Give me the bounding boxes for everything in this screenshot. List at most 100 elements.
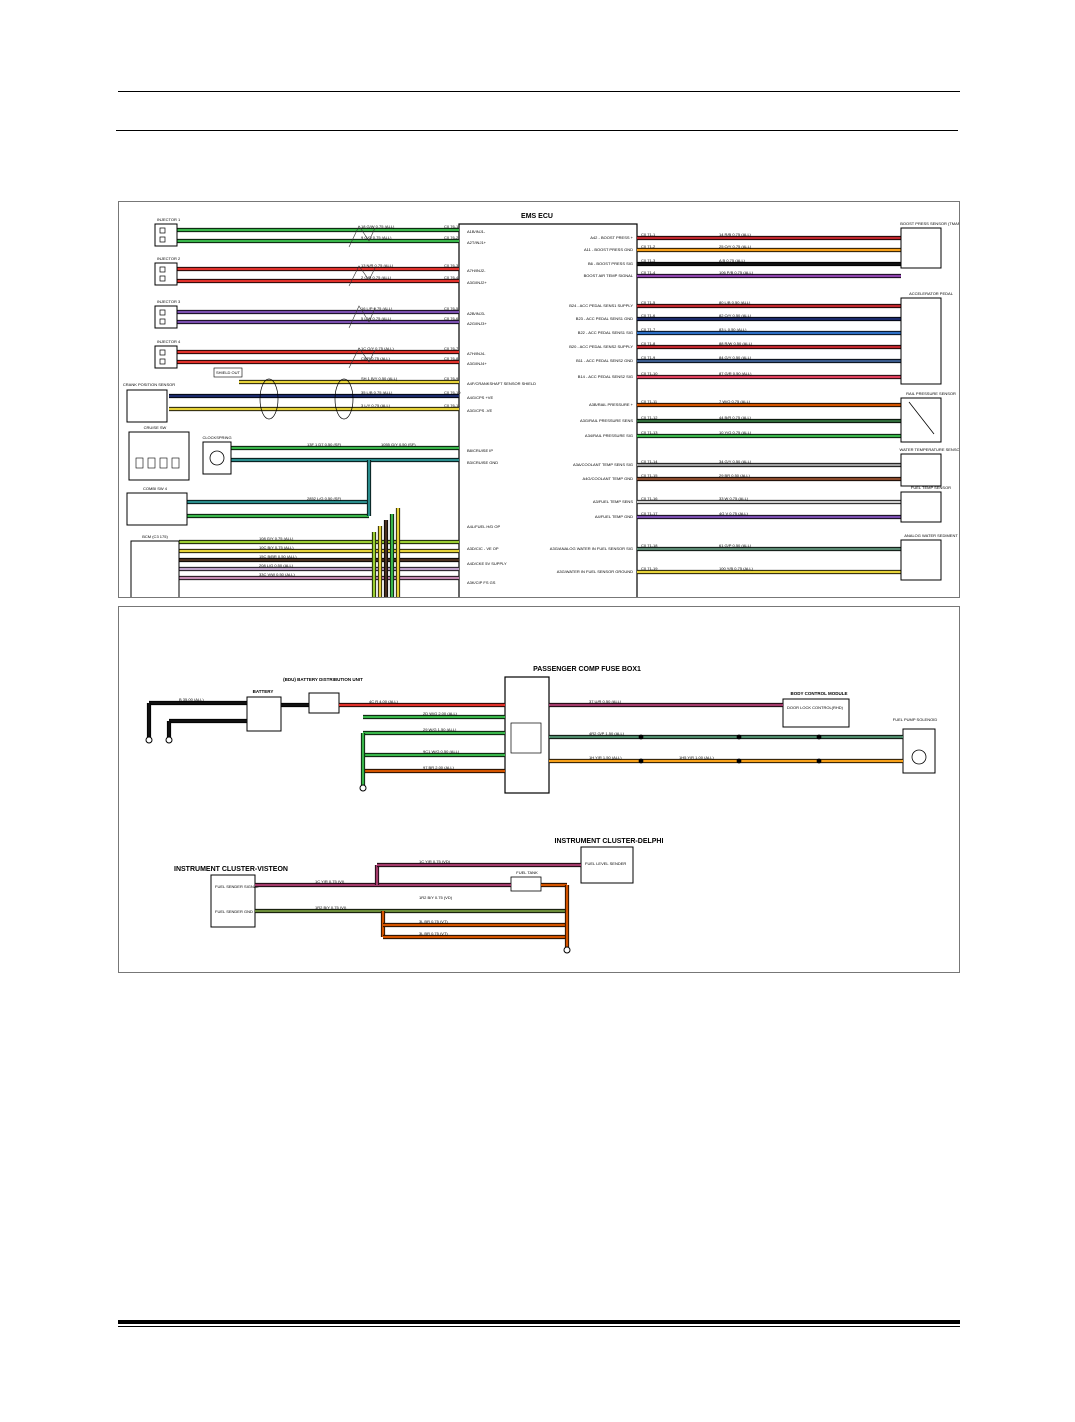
ecu-left-pin-14: A4L/FUEL H/D OP [467,524,501,529]
injector-box-3 [154,305,178,329]
injector-label-2: INJECTOR 2 [157,256,181,261]
ecu-right-pin-15: A4G/COOLANT TEMP GND [583,476,634,481]
left-wire-label-7: 1C O/Y 0.75 (ALL) [361,346,395,351]
right-wire-pin-7: C0 71-7 [641,327,656,332]
right-wire-label-1: 14 R/B 0.75 (ALL) [719,232,752,237]
injector-label-3: INJECTOR 3 [157,299,181,304]
bcm-module-sub: DOOR LOCK CONTROL(RHD) [787,705,844,710]
ecu-left-pin-15: A3D/CIC - VE OP [467,546,499,551]
left-wire-pin-6: C0 76-6 [444,316,459,321]
right-wire-label-7: 83 L 0.50 (ALL) [719,327,747,332]
relay-wire-label-2: 29 W/G 1.50 (ALL) [423,727,457,732]
right-wire-label-2: 25 O/Y 0.75 (ALL) [719,244,752,249]
right-comp-label-4: WATER TEMPERATURE SENSOR [900,447,959,452]
right-wire-label-18: 61 G/P 0.50 (ALL) [719,543,752,548]
right-wire-pin-2: C0 71-2 [641,244,656,249]
cruise-switch-3 [159,457,168,469]
fuel-tank-box [510,876,542,892]
right-wire-label-19: 100 Y/B 0.75 (ALL) [719,566,754,571]
right-wire-pin-9: C0 71-9 [641,355,656,360]
right-comp-box-2 [900,297,942,385]
right-wire-label-10: 87 G/R 0.50 (ALL) [719,371,752,376]
ecu-right-pin-13: A34/RAIL PRESSURE SIG [585,433,633,438]
injector-pin-b-3 [159,318,166,325]
sensor-gnd-label: FUEL SENDER GND [215,909,253,914]
cruise-wire-label-1: 13F 1 D7 0.50 (SF) [307,442,342,447]
twist-mark-1 [348,225,376,248]
combi-wire-label-1: 2852 L/G 0.50 (SF) [307,496,342,501]
ecu-left-pin-3: A7H/INJ2- [467,268,486,273]
right-comp-box-6 [900,539,942,581]
bcm-wire-label-5: 33C V/W 0.50 (ALL) [259,572,295,577]
fuel-pump-label: FUEL PUMP SOLENOID [893,717,938,722]
right-comp-box-3 [900,397,942,443]
left-wire-pin-3: C0 76-3 [444,263,459,268]
bdu-label: (BDU) BATTERY DISTRIBUTION UNIT [283,677,363,682]
ecu-right-pin-10: B14 - ACC PEDAL SENS2 SIG [578,374,633,379]
right-wire-pin-10: C0 71-10 [641,371,658,376]
left-wire-label-4: 2 G/R 0.75 (ALL) [361,275,392,280]
ground-symbol-3 [359,784,367,792]
ecu-right-pin-12: A3G/RAIL PRESSURE SENS [580,418,633,423]
right-wire-label-9: 84 G/Y 0.50 (ALL) [719,355,752,360]
shield-out-label: SHIELD OUT [216,370,241,375]
ecu-right-pin-9: B11 - ACC PEDAL SENS2 GND [576,358,633,363]
right-wire-pin-14: C0 71-14 [641,459,658,464]
ecu-right-pin-18: A3G/ANALOG WATER IN FUEL SENSOR SIG [550,546,633,551]
ecu-right-pin-14: A3A/COOLANT TEMP SENS SIG [573,462,633,467]
shield-out-box [213,367,243,378]
right-wire-pin-5: C0 71-5 [641,300,656,305]
relay-wire-label-4: 97 BR 2.00 (ALL) [423,765,455,770]
shield-oval-2 [334,378,354,420]
right-wire-label-16: 33 W 0.75 (ALL) [719,496,749,501]
bcm-wire-label-1: 108 G/Y 0.75 (ALL) [259,536,294,541]
right-wire-label-5: 80 L/B 0.50 (ALL) [719,300,751,305]
right-wire-label-11: 7 W/O 0.75 (ALL) [719,399,751,404]
left-wire-label-2: 9 G/O 0.75 (ALL) [361,235,392,240]
bcm-wire-label-4: 208 L/G 0.50 (ALL) [259,563,294,568]
combi-sw-label: COMBI SW 4 [143,486,168,491]
right-wire-pin-18: C0 71-18 [641,543,658,548]
ecu-right-pin-11: A3B/RAIL PRESSURE + [589,402,634,407]
combi-sw-box [126,492,188,526]
right-wire-pin-3: C0 71-3 [641,258,656,263]
twist-mark-2 [348,265,376,287]
cruise-wire-label-2: 1055 G/Y 0.50 (SF) [381,442,416,447]
injector-box-2 [154,262,178,286]
ecu-right-pin-7: B22 - ACC PEDAL SENS1 SIG [578,330,633,335]
relay-box [510,722,542,754]
battery-label: BATTERY [253,689,274,694]
right-wire-pin-8: C0 71-8 [641,341,656,346]
bcm-module-label: BODY CONTROL MODULE [790,691,847,696]
ecu-right-pin-19: A3G/WATER IN FUEL SENSOR GROUND [557,569,633,574]
splice-a-1 [638,734,644,740]
header-rule-bottom [116,130,958,131]
battery-main-label: B 35.00 (ALL) [179,697,204,702]
ground-symbol-2 [165,736,173,744]
right-wire-pin-15: C0 71-15 [641,473,658,478]
pump-wire-label-1: 4R2 G/P 1.50 (ALL) [589,731,625,736]
right-wire-pin-11: C0 71-11 [641,399,658,404]
cruise-switch-4 [171,457,180,469]
injector-box-1 [154,223,178,247]
twist-mark-3 [348,305,376,329]
ecu-left-pin-13: B3/CRUISE GND [467,460,498,465]
left-wire-label-1: 18 G/W 0.75 (ALL) [361,224,395,229]
right-wire-label-4: 106 P/B 0.75 (ALL) [719,270,754,275]
ecu-left-pin-17: A3K/CIP FS GS [467,580,496,585]
left-wire-pin-4: C0 76-4 [444,275,459,280]
footer-rule-thick [118,1320,960,1324]
shield-oval [259,378,279,420]
ecu-right-pin-4: BOOST AIR TEMP SIGNAL [584,273,634,278]
cruise-sw-label: CRUISE SW [144,425,167,430]
injector-pin-b-4 [159,358,166,365]
ecu-left-pin-10: A4G/CPS +VE [467,395,493,400]
right-wire-pin-12: C0 71-12 [641,415,658,420]
ecu-left-pin-2: A2T/INJ1+ [467,240,487,245]
sensor-signal-label: FUEL SENDER SIGNAL [215,884,259,889]
fuel-pump-motor [911,749,927,765]
fuel-gnd-label: 1R2 B/Y 0.75 (VI) [315,905,347,910]
fuel-tank-label: FUEL TANK [516,870,538,875]
right-comp-box-4 [900,453,942,487]
